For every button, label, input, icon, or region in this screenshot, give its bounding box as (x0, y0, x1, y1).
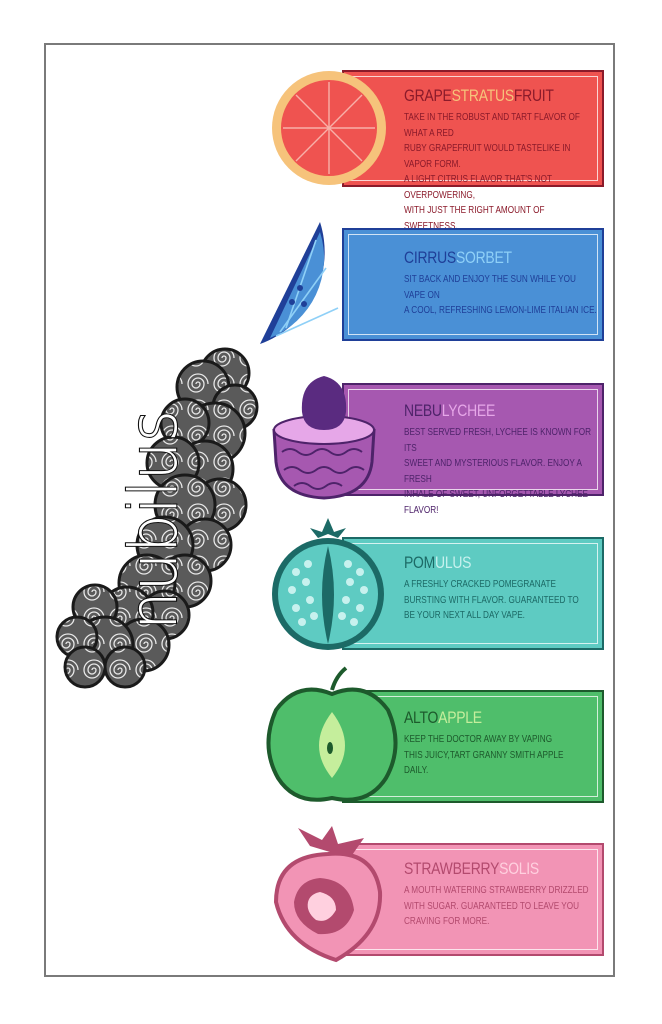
brand-name: nubilus (115, 410, 192, 630)
title-part-b: ULUS (435, 553, 472, 572)
flavor-description: A FRESHLY CRACKED POMEGRANATE BURSTING W… (404, 578, 579, 621)
title-part-a: CIRRUS (404, 248, 456, 267)
apple-icon (266, 666, 398, 802)
flavor-title: POMULUS (404, 553, 471, 573)
title-part-a: NEBU (404, 401, 442, 420)
flavor-title: CIRRUSSORBET (404, 248, 512, 268)
cloud-swirl-logo (55, 347, 259, 689)
title-part-a: GRAPE (404, 86, 452, 105)
flavor-description: TAKE IN THE ROBUST AND TART FLAVOR OF WH… (404, 111, 580, 232)
brand-wordmark: nubilus (114, 409, 193, 631)
title-part-a: ALTO (404, 708, 439, 727)
flavor-card-cirrussorbet: CIRRUSSORBET SIT BACK AND ENJOY THE SUN … (342, 228, 604, 341)
title-part-a: POM (404, 553, 436, 572)
flavor-title: NEBULYCHEE (404, 401, 495, 421)
flavor-description: KEEP THE DOCTOR AWAY BY VAPING THIS JUIC… (404, 733, 564, 776)
citrus-slice-icon (260, 222, 339, 344)
poster-frame (44, 43, 615, 977)
flavor-description: SIT BACK AND ENJOY THE SUN WHILE YOU VAP… (404, 273, 597, 316)
title-part-b: SOLIS (499, 859, 539, 878)
strawberry-icon (273, 826, 383, 963)
pomegranate-icon (272, 518, 384, 650)
lychee-icon (272, 376, 376, 500)
grapefruit-icon (272, 71, 386, 185)
flavor-title: ALTOAPPLE (404, 708, 482, 728)
flavor-description: A MOUTH WATERING STRAWBERRY DRIZZLED WIT… (404, 884, 589, 927)
title-part-a: STRAWBERRY (404, 859, 500, 878)
title-part-c: FRUIT (513, 86, 554, 105)
flavor-card-strawberrysolis: STRAWBERRYSOLIS A MOUTH WATERING STRAWBE… (342, 843, 604, 956)
title-part-b: STRATUS (451, 86, 515, 105)
card-inner-border (348, 234, 598, 335)
title-part-b: LYCHEE (441, 401, 496, 420)
flavor-card-nebulychee: NEBULYCHEE BEST SERVED FRESH, LYCHEE IS … (342, 383, 604, 516)
flavor-title: STRAWBERRYSOLIS (404, 859, 539, 879)
title-part-b: APPLE (438, 708, 482, 727)
flavor-description: BEST SERVED FRESH, LYCHEE IS KNOWN FOR I… (404, 426, 592, 516)
flavor-title: GRAPESTRATUSFRUIT (404, 86, 554, 106)
title-part-b: SORBET (455, 248, 512, 267)
flavor-card-pomulus: POMULUS A FRESHLY CRACKED POMEGRANATE BU… (342, 537, 604, 650)
